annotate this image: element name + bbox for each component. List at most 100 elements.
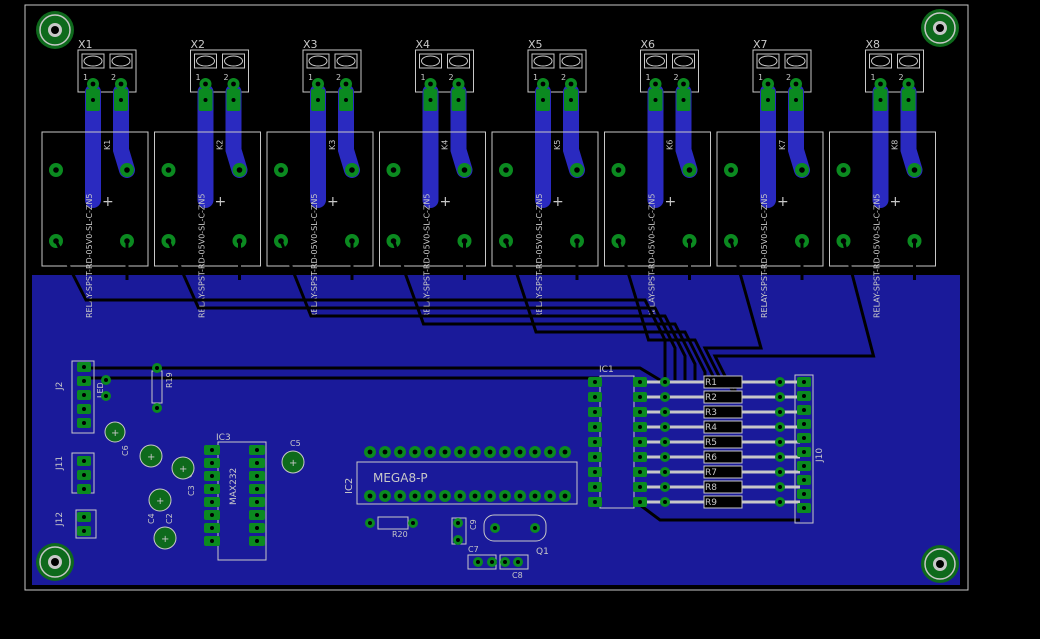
label-j11: J11 xyxy=(55,456,65,471)
pad-hole xyxy=(663,470,667,474)
terminal-screw-box xyxy=(784,53,808,69)
pad-hole xyxy=(653,98,658,102)
pad-hole xyxy=(532,449,538,455)
electrolytic-capacitor xyxy=(139,444,163,468)
pad-hole xyxy=(368,521,372,525)
resistor-body xyxy=(703,495,743,509)
pad-hole xyxy=(82,421,86,425)
pad-hole xyxy=(663,485,667,489)
signal-trace xyxy=(54,240,667,380)
pad-hole xyxy=(681,98,686,102)
mounting-hole-bore xyxy=(936,24,944,32)
capacitor-polarity-mark: + xyxy=(156,496,164,507)
pad-hole xyxy=(457,493,463,499)
relay-center-mark: + xyxy=(215,194,227,210)
electrolytic-capacitor xyxy=(104,421,126,443)
relay-body xyxy=(604,131,711,267)
pad-hole xyxy=(778,470,782,474)
terminal-block xyxy=(527,49,587,93)
resistor-body xyxy=(703,405,743,419)
resistor-body xyxy=(703,480,743,494)
capacitor-polarity-mark: + xyxy=(161,534,169,545)
connector-j10: J10 xyxy=(794,374,825,524)
pad-hole xyxy=(457,449,463,455)
pad-hole xyxy=(493,526,497,530)
pad-hole xyxy=(82,365,86,369)
terminal-pin-label: 2 xyxy=(786,73,791,82)
terminal-screw-box xyxy=(897,53,920,69)
terminal-screw xyxy=(336,55,356,67)
terminal-screw-box xyxy=(869,53,892,69)
terminal-pin-label: 1 xyxy=(196,73,201,82)
resistor-body xyxy=(703,450,743,464)
pad-hole xyxy=(487,493,493,499)
terminal-screw-box xyxy=(559,53,583,69)
label-c6: C6 xyxy=(121,445,130,456)
relay-center-mark: + xyxy=(777,194,789,210)
terminal-pin-label: 1 xyxy=(871,73,876,82)
pad-hole xyxy=(802,436,806,440)
terminal-label: X4 xyxy=(416,38,431,51)
terminal-screw xyxy=(533,55,553,67)
pad-hole xyxy=(344,98,348,102)
pad-hole xyxy=(911,167,918,173)
pad-hole xyxy=(210,539,214,543)
pad-hole xyxy=(82,487,86,491)
pad-hole xyxy=(502,493,508,499)
label-c4: C4 xyxy=(147,513,156,524)
resistor-body xyxy=(703,435,743,449)
signal-trace xyxy=(639,503,800,522)
terminal-pin-label: 2 xyxy=(224,73,229,82)
terminal-pin-label: 1 xyxy=(646,73,651,82)
pad-hole xyxy=(638,380,642,384)
pad-hole xyxy=(593,425,597,429)
relay-name-label: K5 xyxy=(553,140,562,150)
pad-hole xyxy=(778,455,782,459)
electrolytic-capacitor xyxy=(171,456,195,480)
pad-hole xyxy=(802,450,806,454)
relay-body xyxy=(266,131,374,267)
pad-hole xyxy=(210,461,214,465)
pad-hole xyxy=(593,455,597,459)
relay-type-label: RELAY-SPST-RD-05V0-SL-C-ZN5 xyxy=(760,194,769,319)
relay-type-label: RELAY-SPST-RD-05V0-SL-C-ZN5 xyxy=(535,194,544,319)
pad-hole xyxy=(255,474,259,478)
pad-hole xyxy=(210,487,214,491)
pad-hole xyxy=(90,81,96,87)
pad-hole xyxy=(456,81,461,87)
label-c2: C2 xyxy=(165,513,174,524)
relay-body xyxy=(154,131,261,267)
pad-hole xyxy=(547,493,553,499)
pad-hole xyxy=(728,167,734,173)
pad-hole xyxy=(442,449,448,455)
resistor-label: R2 xyxy=(705,393,717,403)
pad-hole xyxy=(503,167,509,173)
terminal-block xyxy=(302,49,362,93)
terminal-block xyxy=(640,49,699,93)
pad-hole xyxy=(155,406,159,410)
terminal-screw-box xyxy=(644,53,667,69)
terminal-label: X7 xyxy=(753,38,768,51)
label-c5: C5 xyxy=(290,439,301,448)
pad-hole xyxy=(533,526,537,530)
terminal-screw-box xyxy=(334,53,358,69)
pad-hole xyxy=(411,521,415,525)
pad-hole xyxy=(124,167,130,173)
pad-hole xyxy=(532,493,538,499)
resistor-label: R3 xyxy=(705,408,717,418)
capacitors: ++++++ xyxy=(104,421,305,550)
signal-trace xyxy=(617,240,717,381)
pad-hole xyxy=(461,167,468,173)
pad-hole xyxy=(516,560,520,564)
resistor-label: R6 xyxy=(705,453,717,463)
pad-hole xyxy=(878,98,883,102)
pad-hole xyxy=(349,167,355,173)
pad-hole xyxy=(203,81,208,87)
pad-hole xyxy=(118,81,124,87)
resistor-body xyxy=(703,465,743,479)
pad-hole xyxy=(231,81,236,87)
pad-hole xyxy=(547,449,553,455)
pad-hole xyxy=(906,81,911,87)
terminal-pin-label: 2 xyxy=(336,73,341,82)
pad-hole xyxy=(778,500,782,504)
